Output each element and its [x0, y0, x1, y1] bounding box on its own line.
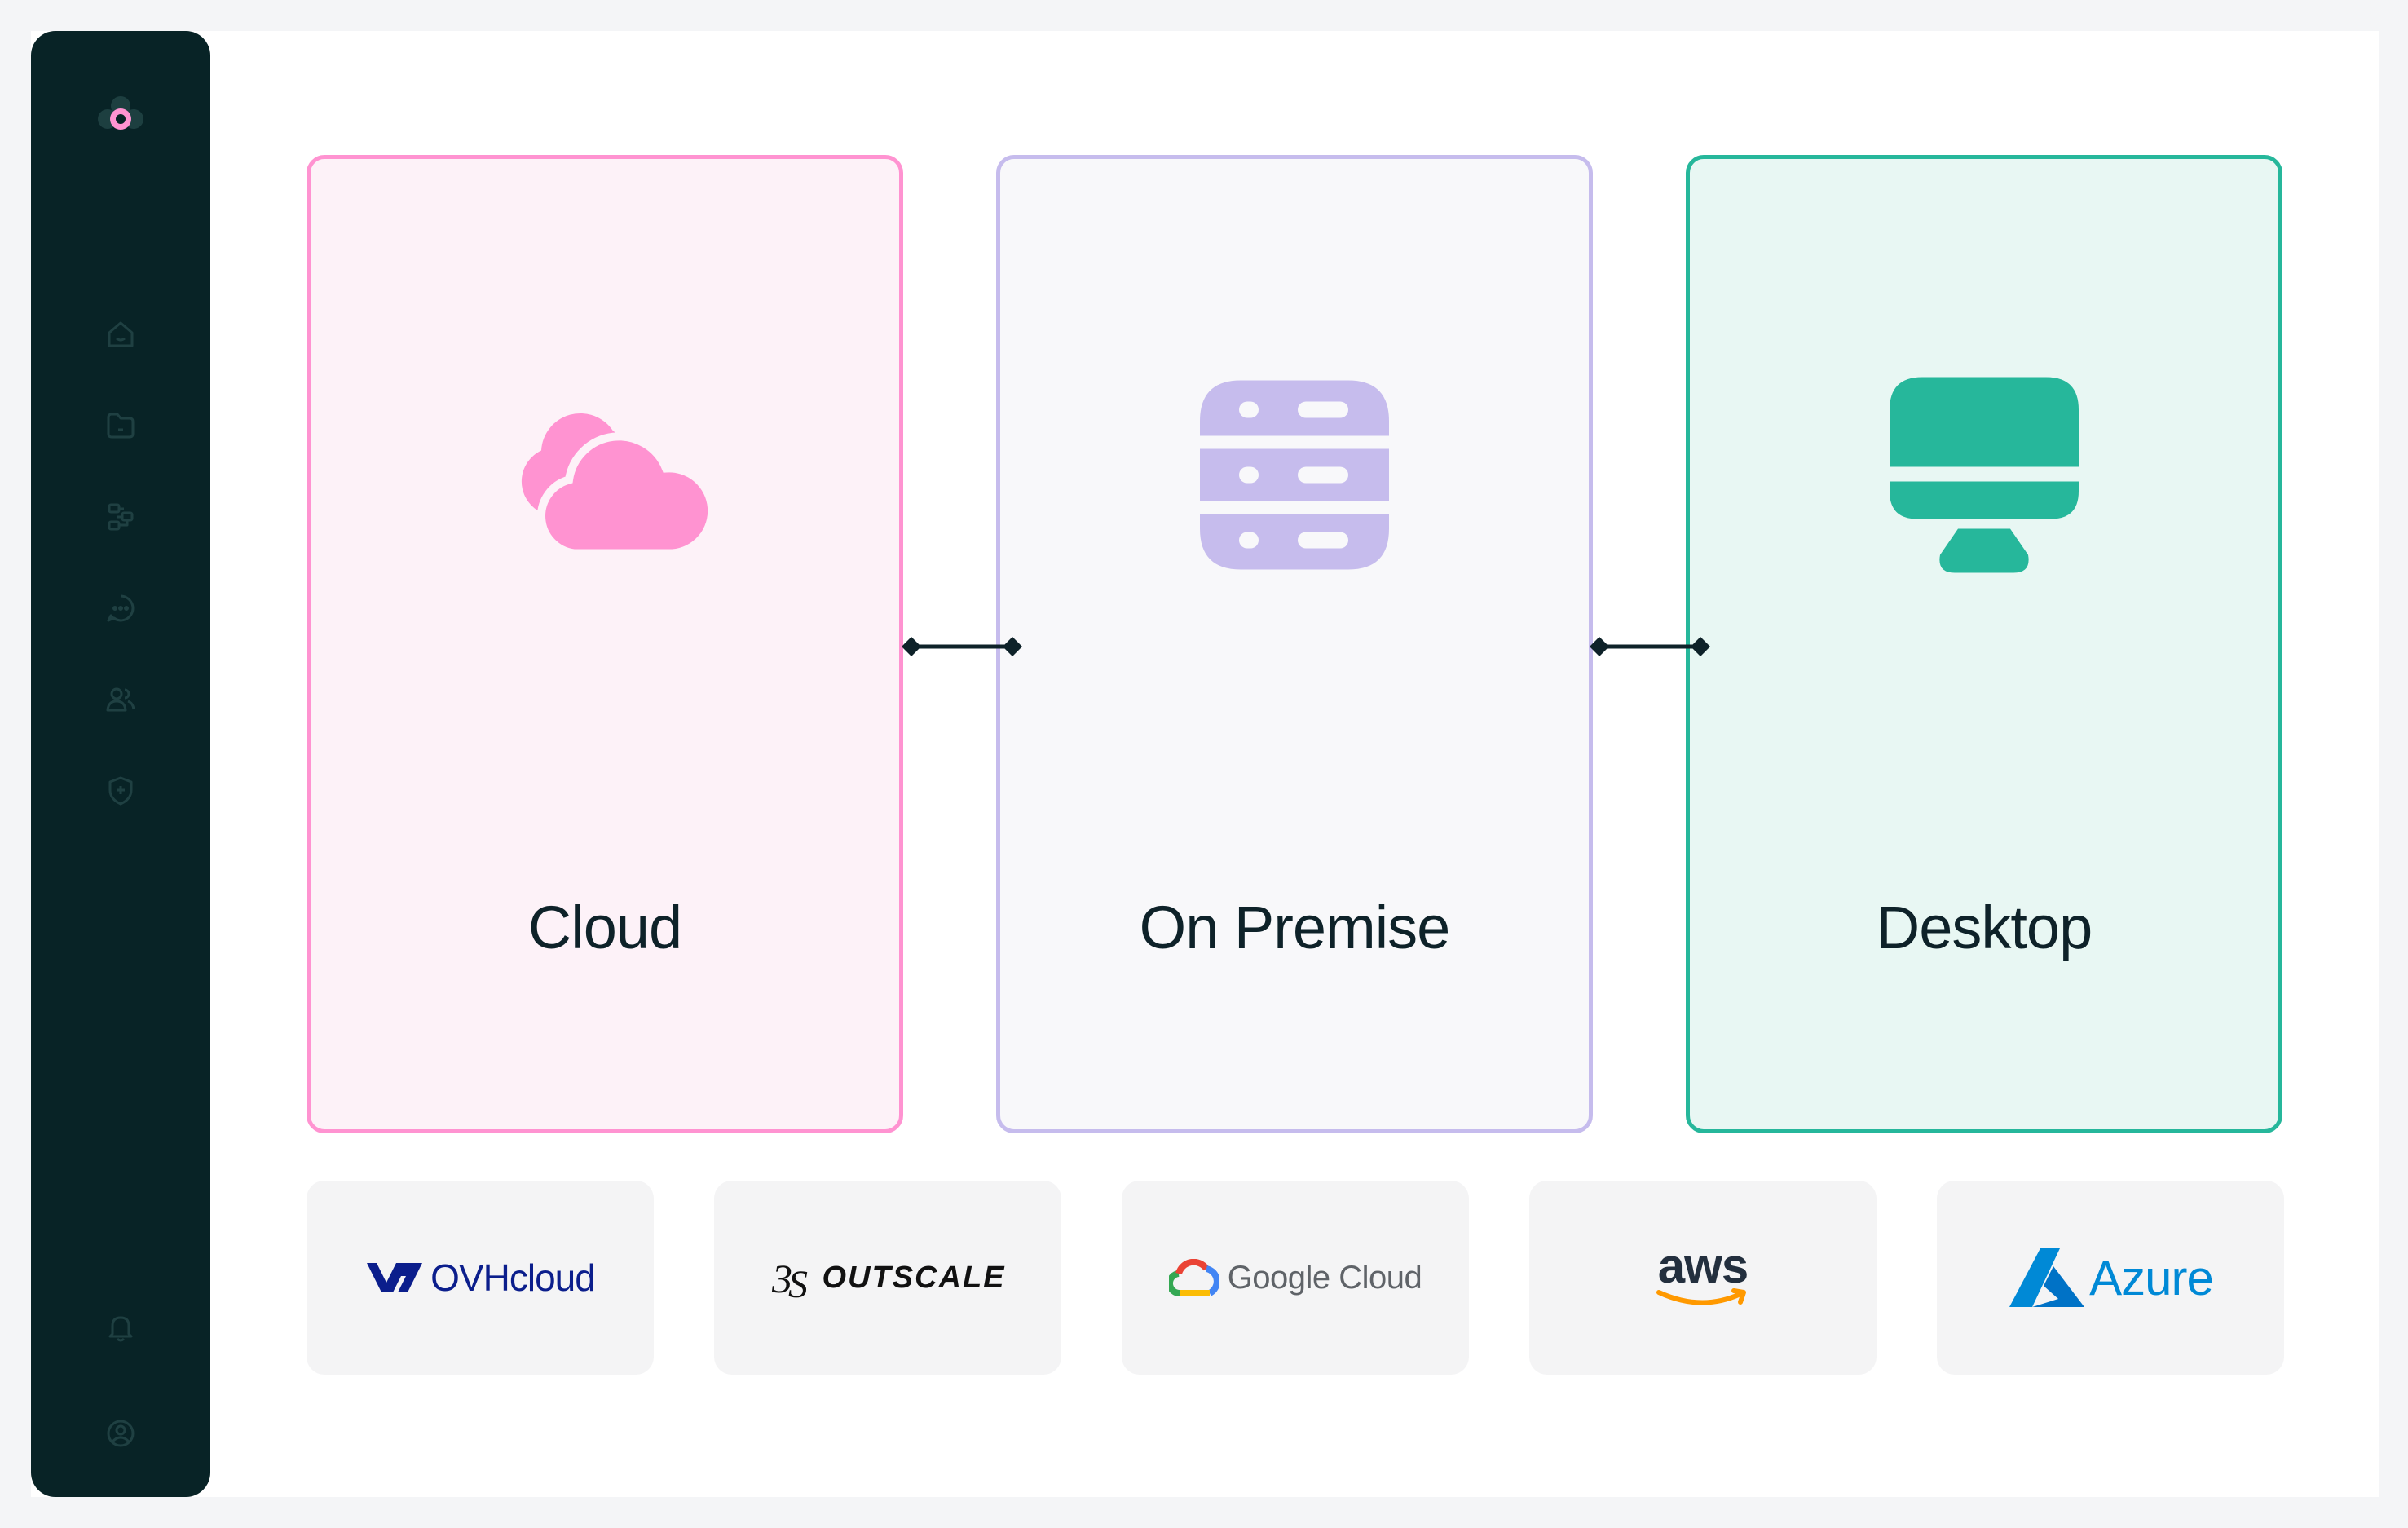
sidebar-item-notifications[interactable]	[96, 1303, 145, 1352]
cloud-icon	[499, 394, 717, 561]
sidebar-item-users[interactable]	[96, 675, 145, 724]
vendor-tile-google-cloud[interactable]: Google Cloud	[1122, 1181, 1469, 1375]
sidebar-item-home[interactable]	[96, 310, 145, 359]
vendor-label: Azure	[2089, 1250, 2214, 1305]
app-logo[interactable]	[90, 88, 152, 150]
vendor-tile-outscale[interactable]: 3 S OUTSCALE	[714, 1181, 1061, 1375]
bell-icon	[108, 1316, 133, 1342]
ovh-logo-icon	[367, 1263, 423, 1292]
vendor-label: OUTSCALE	[822, 1260, 1006, 1295]
google-cloud-logo-icon	[1168, 1259, 1219, 1296]
3ds-logo-icon: 3 S	[771, 1256, 808, 1302]
deployment-card-cloud[interactable]: Cloud	[307, 155, 903, 1133]
sidebar	[31, 31, 210, 1497]
workflow-icon	[108, 503, 134, 531]
chat-icon	[107, 594, 135, 622]
user-icon	[107, 1420, 135, 1447]
vendor-label: OVHcloud	[430, 1256, 596, 1299]
logo-icon	[98, 96, 143, 135]
azure-logo-icon	[2009, 1248, 2085, 1307]
sidebar-item-profile[interactable]	[96, 1409, 145, 1458]
svg-text:S: S	[788, 1263, 808, 1302]
deployment-card-on-premise[interactable]: On Premise	[996, 155, 1593, 1133]
folder-icon	[107, 413, 135, 439]
sidebar-item-files[interactable]	[96, 401, 145, 450]
sidebar-item-chat[interactable]	[96, 584, 145, 633]
aws-smile-icon	[1656, 1288, 1746, 1305]
sidebar-item-security[interactable]	[96, 766, 145, 815]
vendor-label: Google Cloud	[1227, 1259, 1422, 1296]
shield-icon	[108, 776, 133, 806]
connector-link-icon	[1590, 637, 1710, 656]
deployment-label: Desktop	[1876, 894, 2093, 961]
desktop-icon	[1890, 377, 2079, 577]
vendor-tile-ovhcloud[interactable]: OVHcloud	[307, 1181, 654, 1375]
deployment-card-desktop[interactable]: Desktop	[1686, 155, 2282, 1133]
vendor-tile-azure[interactable]: Azure	[1937, 1181, 2284, 1375]
deployment-label: On Premise	[1139, 894, 1451, 961]
users-icon	[106, 687, 135, 712]
vendor-label: aws	[1657, 1239, 1749, 1293]
vendor-tile-aws[interactable]: aws	[1529, 1181, 1877, 1375]
sidebar-item-workflow[interactable]	[96, 492, 145, 541]
deployment-label: Cloud	[527, 894, 682, 961]
svg-text:3: 3	[771, 1256, 792, 1301]
home-icon	[108, 321, 134, 347]
app-window: Cloud On Premise Deskt	[31, 31, 2379, 1497]
server-icon	[1200, 380, 1389, 574]
connector-link-icon	[902, 637, 1022, 656]
